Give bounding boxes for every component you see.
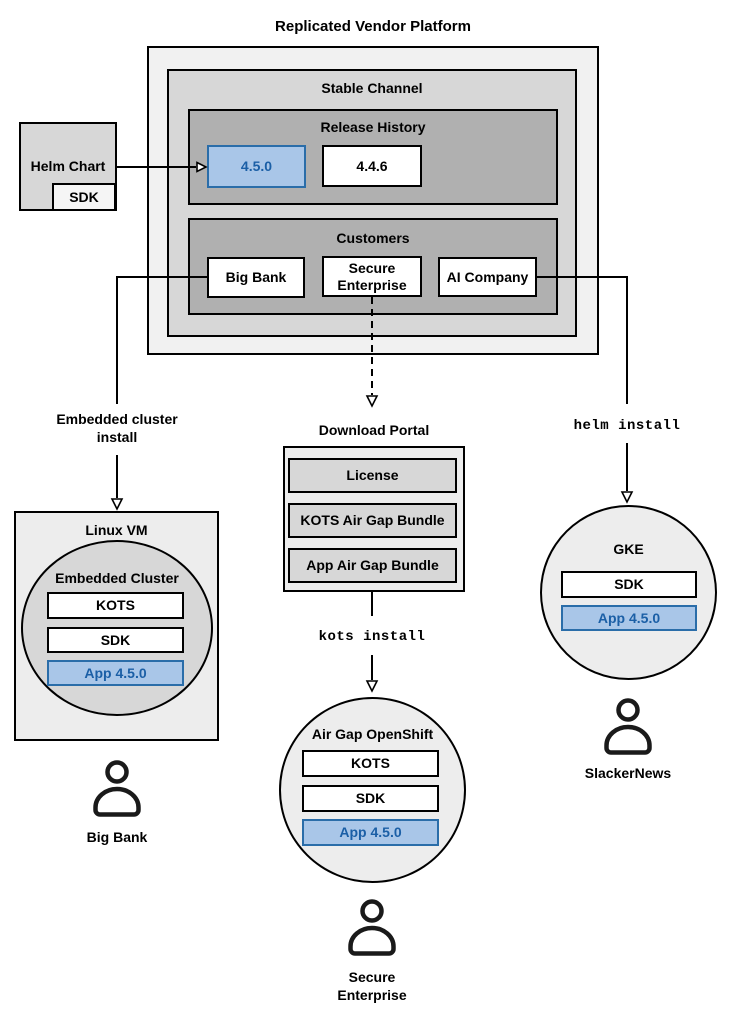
arrowhead-down-icon: [365, 395, 379, 408]
stable-channel-label: Stable Channel: [321, 80, 423, 96]
diagram-title: Replicated Vendor Platform: [275, 18, 471, 35]
user-icon: [348, 899, 396, 956]
air-gap-openshift-label: Air Gap OpenShift: [311, 726, 434, 742]
big-bank-user-label: Big Bank: [86, 829, 148, 845]
linux-vm-label: Linux VM: [85, 522, 148, 538]
release-version-box-450: 4.5.0: [207, 145, 306, 188]
gke-label: GKE: [613, 541, 644, 557]
arrowhead-down-icon: [365, 680, 379, 693]
arrowhead-down-icon: [620, 491, 634, 504]
gke-app-box: App 4.5.0: [561, 605, 697, 631]
customer-ai-company-box: AI Company: [438, 257, 537, 297]
helm-chart-sdk-box: SDK: [52, 183, 116, 211]
download-portal-label: Download Portal: [318, 422, 430, 438]
release-version-box-446: 4.4.6: [322, 145, 422, 187]
openshift-sdk-box: SDK: [302, 785, 439, 812]
openshift-app-box: App 4.5.0: [302, 819, 439, 846]
customer-secure-enterprise-box: Secure Enterprise: [322, 256, 422, 297]
user-icon: [93, 760, 141, 817]
customer-big-bank-box: Big Bank: [207, 257, 305, 298]
secure-enterprise-user-label: Secure Enterprise: [337, 969, 407, 1004]
embedded-cluster-sdk-box: SDK: [47, 627, 184, 653]
customers-label: Customers: [336, 230, 410, 246]
openshift-kots-box: KOTS: [302, 750, 439, 777]
embedded-cluster-app-box: App 4.5.0: [47, 660, 184, 686]
helm-install-edge-label: helm install: [573, 418, 681, 434]
embedded-cluster-kots-box: KOTS: [47, 592, 184, 619]
user-icon: [604, 698, 652, 755]
portal-app-bundle-box: App Air Gap Bundle: [288, 548, 457, 583]
arrowhead-down-icon: [110, 498, 124, 511]
embedded-install-edge-label: Embedded cluster install: [56, 411, 178, 445]
gke-sdk-box: SDK: [561, 571, 697, 598]
kots-install-edge-label: kots install: [318, 629, 426, 645]
slackernews-user-label: SlackerNews: [584, 765, 672, 781]
embedded-cluster-label: Embedded Cluster: [55, 570, 179, 586]
release-history-label: Release History: [320, 119, 426, 135]
portal-kots-bundle-box: KOTS Air Gap Bundle: [288, 503, 457, 538]
portal-license-box: License: [288, 458, 457, 493]
